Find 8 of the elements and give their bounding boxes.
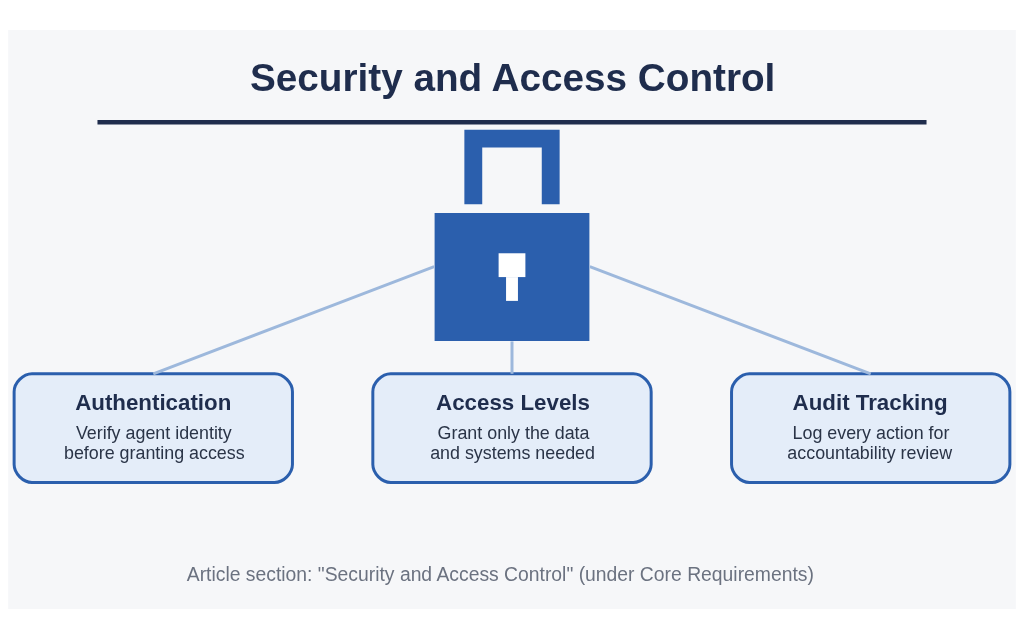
- connector: [510, 340, 514, 374]
- connector: [152, 264, 435, 375]
- caption: Article section: "Security and Access Control" (under Core Requirements): [186, 562, 814, 585]
- node-box: Audit Tracking Log every action for accountability review: [730, 371, 1012, 484]
- node-box: Authentication Verify agent identity before granting access: [12, 371, 294, 484]
- node-box: Access Levels Grant only the data and systems needed: [371, 371, 653, 484]
- connector: [589, 264, 872, 375]
- diagram-title: Security and Access Control: [250, 55, 776, 99]
